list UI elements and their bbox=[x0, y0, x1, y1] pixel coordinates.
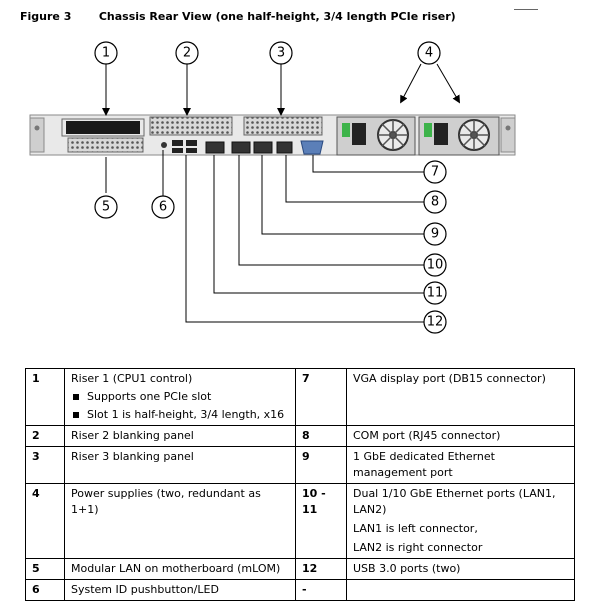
legend-text: Modular LAN on motherboard (mLOM) bbox=[64, 558, 296, 580]
lan1-port bbox=[205, 141, 225, 154]
callout-10: 10 bbox=[427, 258, 444, 273]
table-row: 2 Riser 2 blanking panel 8 COM port (RJ4… bbox=[25, 425, 575, 447]
mgmt-port bbox=[253, 141, 273, 154]
legend-text: Dual 1/10 GbE Ethernet ports (LAN1, LAN2… bbox=[353, 487, 556, 516]
power-supply-2 bbox=[418, 116, 500, 156]
figure-header: Figure 3 Chassis Rear View (one half-hei… bbox=[20, 10, 456, 23]
callout-5: 5 bbox=[102, 200, 110, 215]
legend-num: 2 bbox=[25, 425, 65, 447]
table-row: 1 Riser 1 (CPU1 control) Supports one PC… bbox=[25, 368, 575, 426]
callout-11: 11 bbox=[427, 286, 444, 301]
bullet-item: Slot 1 is half-height, 3/4 length, x16 bbox=[71, 407, 289, 423]
mlom-vent bbox=[67, 137, 144, 153]
riser-3-blanking-panel bbox=[243, 116, 323, 136]
callout-6: 6 bbox=[159, 200, 167, 215]
figure-title: Chassis Rear View (one half-height, 3/4 … bbox=[98, 10, 456, 23]
legend-num: 3 bbox=[25, 446, 65, 484]
usb-port-2 bbox=[172, 148, 183, 153]
usb-port-3 bbox=[186, 140, 197, 146]
legend-text: Power supplies (two, redundant as 1+1) bbox=[64, 483, 296, 559]
header-rule bbox=[514, 9, 538, 10]
legend-num: 10 - 11 bbox=[295, 483, 347, 559]
legend-subline: LAN2 is right connector bbox=[353, 541, 483, 554]
legend-num: 8 bbox=[295, 425, 347, 447]
table-row: 3 Riser 3 blanking panel 9 1 GbE dedicat… bbox=[25, 446, 575, 484]
figure-number: Figure 3 bbox=[20, 10, 72, 23]
legend-desc: Dual 1/10 GbE Ethernet ports (LAN1, LAN2… bbox=[346, 483, 575, 559]
table-row: 6 System ID pushbutton/LED - bbox=[25, 579, 575, 601]
callout-7: 7 bbox=[431, 165, 439, 180]
power-supply-1 bbox=[336, 116, 416, 156]
bullet-item: Supports one PCIe slot bbox=[71, 389, 289, 405]
callout-9: 9 bbox=[431, 227, 439, 242]
legend-num: 9 bbox=[295, 446, 347, 484]
com-port bbox=[276, 141, 293, 154]
legend-num: 5 bbox=[25, 558, 65, 580]
legend-num: - bbox=[295, 579, 347, 601]
legend-num: 12 bbox=[295, 558, 347, 580]
legend-bullets: Supports one PCIe slot Slot 1 is half-he… bbox=[71, 389, 289, 423]
legend-num: 7 bbox=[295, 368, 347, 426]
callout-3: 3 bbox=[277, 46, 285, 61]
callout-12: 12 bbox=[427, 315, 444, 330]
legend-num: 6 bbox=[25, 579, 65, 601]
legend-text: 1 GbE dedicated Ethernet management port bbox=[346, 446, 575, 484]
legend-num: 4 bbox=[25, 483, 65, 559]
legend-text: Riser 3 blanking panel bbox=[64, 446, 296, 484]
legend-subline: LAN1 is left connector, bbox=[353, 522, 478, 535]
legend-text: Riser 1 (CPU1 control) bbox=[71, 372, 193, 385]
lan2-port bbox=[231, 141, 251, 154]
table-row: 4 Power supplies (two, redundant as 1+1)… bbox=[25, 483, 575, 559]
legend-text: Riser 2 blanking panel bbox=[64, 425, 296, 447]
riser-2-blanking-panel bbox=[149, 116, 233, 136]
vga-port bbox=[300, 140, 324, 155]
legend-num: 1 bbox=[25, 368, 65, 426]
legend-desc: Riser 1 (CPU1 control) Supports one PCIe… bbox=[64, 368, 296, 426]
legend-text: USB 3.0 ports (two) bbox=[346, 558, 575, 580]
usb-port-1 bbox=[172, 140, 183, 146]
table-row: 5 Modular LAN on motherboard (mLOM) 12 U… bbox=[25, 558, 575, 580]
callout-leaders bbox=[102, 63, 461, 323]
callout-4: 4 bbox=[425, 46, 433, 61]
riser-1-slot bbox=[61, 118, 145, 137]
system-id-button bbox=[161, 142, 167, 148]
legend-table: 1 Riser 1 (CPU1 control) Supports one PC… bbox=[25, 368, 575, 601]
usb-port-4 bbox=[186, 148, 197, 153]
legend-text: System ID pushbutton/LED bbox=[64, 579, 296, 601]
callout-8: 8 bbox=[431, 195, 439, 210]
callout-2: 2 bbox=[183, 46, 191, 61]
legend-text bbox=[346, 579, 575, 601]
legend-text: VGA display port (DB15 connector) bbox=[346, 368, 575, 426]
callout-1: 1 bbox=[102, 46, 110, 61]
chassis-rear-diagram: 1 2 3 4 5 6 7 8 9 10 11 12 bbox=[29, 41, 516, 334]
legend-text: COM port (RJ45 connector) bbox=[346, 425, 575, 447]
